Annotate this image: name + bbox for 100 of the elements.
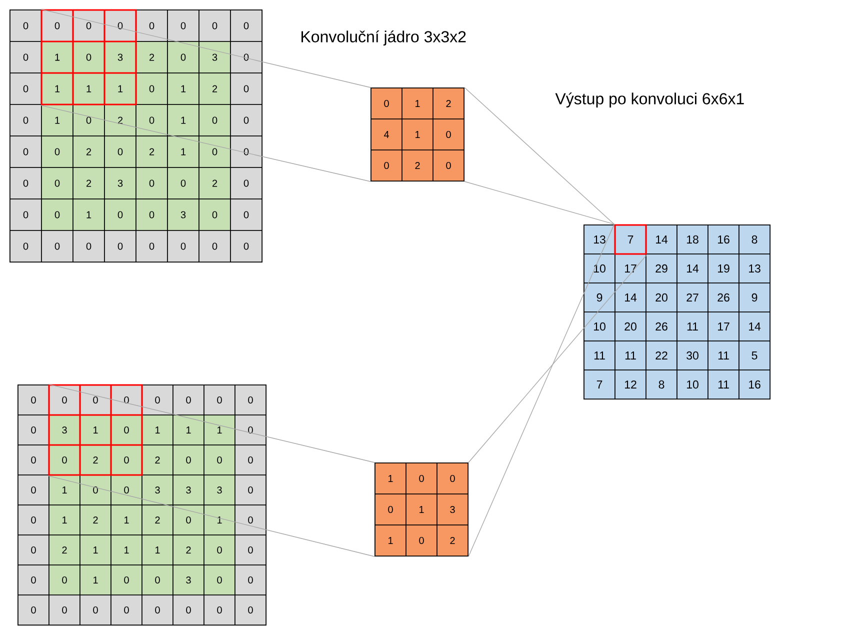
matrix-cell: 1	[48, 474, 80, 506]
matrix-cell: 20	[646, 282, 678, 312]
matrix-cell: 2	[198, 72, 231, 105]
matrix-cell: 0	[230, 10, 262, 42]
matrix-cell: 2	[72, 167, 105, 200]
matrix-cell: 14	[646, 224, 678, 254]
matrix-cell: 0	[198, 230, 231, 262]
matrix-cell: 1	[204, 414, 236, 446]
matrix-cell: 0	[406, 462, 438, 494]
matrix-cell: 0	[234, 414, 266, 446]
matrix-cell: 1	[204, 504, 236, 536]
matrix-cell: 3	[142, 474, 174, 506]
heading: Konvoluční jádro 3x3x2	[302, 30, 466, 46]
projection-line	[468, 224, 615, 557]
matrix-cell: 10	[584, 312, 616, 342]
matrix-cell: 7	[614, 224, 647, 255]
matrix-cell: 0	[230, 72, 262, 105]
matrix-cell: 0	[234, 474, 266, 506]
matrix-cell: 2	[142, 444, 174, 476]
kernel-matrix	[374, 462, 468, 556]
matrix-cell: 0	[10, 198, 42, 231]
matrix-cell: 1	[167, 136, 200, 168]
sliding-window	[48, 384, 143, 476]
matrix-cell: 14	[614, 282, 646, 312]
matrix-cell: 2	[436, 524, 468, 556]
matrix-cell: 0	[204, 384, 236, 416]
output-matrix	[584, 224, 770, 400]
matrix-cell: 1	[167, 104, 200, 136]
matrix-cell: 0	[10, 136, 42, 168]
matrix-cell: 4	[370, 118, 402, 150]
matrix-cell: 0	[370, 88, 402, 120]
matrix-cell: 17	[708, 312, 740, 342]
projection-line	[464, 181, 615, 225]
matrix-cell: 1	[48, 504, 80, 536]
matrix-cell: 14	[738, 312, 770, 342]
matrix-cell: 0	[18, 534, 50, 566]
matrix-cell: 30	[676, 340, 708, 370]
matrix-cell: 0	[18, 594, 50, 626]
kernel-matrix	[370, 88, 464, 182]
matrix-cell: 11	[676, 312, 708, 342]
matrix-cell: 8	[738, 224, 770, 254]
matrix-cell: 0	[136, 230, 168, 262]
matrix-cell: 16	[738, 370, 770, 400]
matrix-cell: 0	[142, 384, 174, 416]
matrix-cell: 0	[432, 118, 464, 150]
matrix-cell: 22	[646, 340, 678, 370]
matrix-cell: 3	[204, 474, 236, 506]
matrix-cell: 11	[708, 370, 740, 400]
matrix-cell: 8	[646, 370, 678, 400]
matrix-cell: 14	[676, 254, 708, 284]
matrix-cell: 0	[136, 72, 168, 105]
matrix-cell: 0	[406, 524, 438, 556]
matrix-cell: 0	[18, 444, 50, 476]
matrix-cell: 2	[172, 534, 204, 566]
matrix-cell: 1	[142, 414, 174, 446]
matrix-cell: 0	[230, 167, 262, 200]
matrix-cell: 0	[198, 104, 231, 136]
matrix-cell: 0	[234, 384, 266, 416]
matrix-cell: 0	[204, 534, 236, 566]
matrix-cell: 3	[172, 474, 204, 506]
matrix-cell: 0	[167, 230, 200, 262]
matrix-cell: 0	[41, 136, 74, 168]
matrix-cell: 0	[436, 462, 468, 494]
matrix-cell: 0	[104, 230, 136, 262]
matrix-cell: 0	[110, 474, 142, 506]
matrix-cell: 2	[136, 41, 168, 74]
matrix-cell: 27	[676, 282, 708, 312]
matrix-cell: 0	[234, 534, 266, 566]
matrix-cell: 0	[136, 167, 168, 200]
matrix-cell: 0	[204, 564, 236, 596]
matrix-cell: 0	[18, 564, 50, 596]
matrix-cell: 0	[10, 72, 42, 105]
matrix-cell: 0	[18, 384, 50, 416]
matrix-cell: 0	[204, 594, 236, 626]
matrix-cell: 0	[230, 41, 262, 74]
matrix-cell: 0	[48, 594, 80, 626]
matrix-cell: 3	[104, 167, 136, 200]
matrix-cell: 20	[614, 312, 646, 342]
matrix-cell: 3	[172, 564, 204, 596]
matrix-cell: 2	[402, 150, 434, 182]
matrix-cell: 0	[167, 10, 200, 42]
matrix-cell: 9	[738, 282, 770, 312]
matrix-cell: 0	[172, 444, 204, 476]
matrix-cell: 0	[234, 564, 266, 596]
matrix-cell: 1	[374, 462, 406, 494]
projection-line	[40, 104, 371, 182]
matrix-cell: 1	[80, 564, 112, 596]
heading: Výstup po konvoluci 6x6x1	[555, 92, 744, 108]
matrix-cell: 3	[436, 494, 468, 526]
matrix-cell: 1	[402, 88, 434, 120]
input-matrix	[10, 10, 262, 262]
matrix-cell: 0	[172, 504, 204, 536]
matrix-cell: 0	[167, 167, 200, 200]
matrix-cell: 0	[41, 230, 74, 262]
matrix-cell: 0	[198, 10, 231, 42]
matrix-cell: 18	[676, 224, 708, 254]
projection-line	[464, 87, 615, 225]
matrix-cell: 3	[167, 198, 200, 231]
matrix-cell: 0	[41, 167, 74, 200]
matrix-cell: 0	[10, 167, 42, 200]
